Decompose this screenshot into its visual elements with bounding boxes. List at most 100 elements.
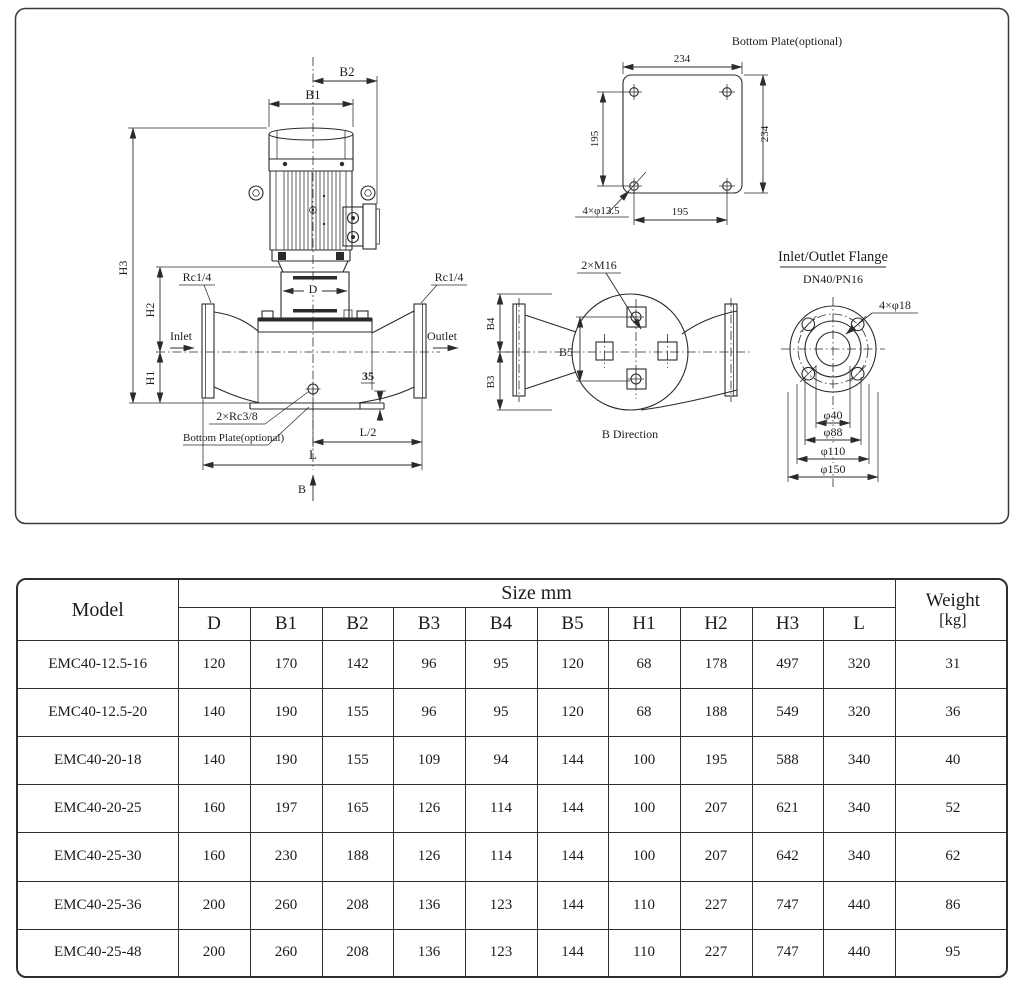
- cell-value: 96: [392, 639, 466, 690]
- cell-value: 227: [679, 928, 753, 976]
- table-row: EMC40-12.5-16 120 170 142 96 95 120 68 1…: [18, 639, 1006, 690]
- drawing-panel-border: [14, 7, 1010, 525]
- cell-value: 440: [822, 928, 896, 976]
- plate-dim-top: 234: [674, 53, 691, 65]
- inlet-label: Inlet: [170, 329, 193, 343]
- cell-value: 160: [177, 784, 251, 834]
- plate-holes-label: 4×φ13.5: [582, 205, 620, 217]
- casing-cover: [257, 309, 373, 333]
- motor: [248, 127, 380, 273]
- cell-value: 195: [679, 736, 753, 786]
- dim-b1-label: B1: [305, 87, 320, 102]
- cell-value: 200: [177, 880, 251, 930]
- flange-dim-d40: φ40: [824, 408, 843, 422]
- cell-value: 747: [751, 880, 824, 930]
- cell-value: 197: [249, 784, 323, 834]
- cell-value: 200: [177, 928, 251, 976]
- cell-value: 126: [392, 784, 466, 834]
- dimension-table: Model Size mm Weight [kg] D B1 B2 B3 B4 …: [18, 580, 1006, 976]
- dim-d-label: D: [309, 282, 318, 296]
- header-col-b2: B2: [321, 607, 394, 641]
- cell-weight: 36: [894, 688, 1006, 738]
- cell-value: 142: [321, 639, 394, 690]
- header-weight-line2: [kg]: [939, 610, 967, 630]
- lifting-eye-left: [248, 185, 264, 201]
- flange-title: Inlet/Outlet Flange: [778, 249, 888, 265]
- plate-dim-left: 195: [589, 130, 601, 147]
- cell-value: 230: [249, 832, 323, 882]
- cell-value: 340: [822, 784, 896, 834]
- flange-holes-label: 4×φ18: [879, 298, 911, 312]
- header-size-group: Size mm: [177, 580, 896, 608]
- cell-value: 144: [536, 736, 609, 786]
- cell-model: EMC40-25-48: [18, 928, 179, 976]
- rc14-left-label: Rc1/4: [183, 270, 212, 284]
- cell-value: 208: [321, 928, 394, 976]
- flange-view: Inlet/Outlet Flange DN40/PN16 4×φ18 φ40: [778, 249, 918, 487]
- b-direction-caption: B Direction: [602, 427, 658, 441]
- bottom-plate-view: Bottom Plate(optional) 234 195 234: [575, 34, 842, 225]
- dimension-table-wrapper: Model Size mm Weight [kg] D B1 B2 B3 B4 …: [16, 578, 1008, 978]
- cell-weight: 52: [894, 784, 1006, 834]
- dim-b5-label: B5: [559, 345, 573, 359]
- cell-value: 140: [177, 688, 251, 738]
- cell-value: 140: [177, 736, 251, 786]
- cell-value: 170: [249, 639, 323, 690]
- cell-value: 100: [607, 784, 681, 834]
- cell-value: 227: [679, 880, 753, 930]
- cell-value: 155: [321, 736, 394, 786]
- dim-l-label: L: [309, 447, 317, 462]
- cell-value: 188: [679, 688, 753, 738]
- cell-value: 207: [679, 784, 753, 834]
- cell-value: 120: [536, 688, 609, 738]
- cell-value: 340: [822, 832, 896, 882]
- cell-value: 110: [607, 928, 681, 976]
- m16-label: 2×M16: [581, 258, 616, 272]
- bottom-plate-note: Bottom Plate(optional): [183, 432, 284, 444]
- cell-value: 144: [536, 784, 609, 834]
- cell-value: 260: [249, 928, 323, 976]
- header-col-l: L: [822, 607, 896, 641]
- cell-model: EMC40-12.5-16: [18, 639, 179, 690]
- pump-front-view: D: [116, 57, 467, 501]
- cell-value: 165: [321, 784, 394, 834]
- table-row: EMC40-25-36 200 260 208 136 123 144 110 …: [18, 880, 1006, 930]
- cell-model: EMC40-25-36: [18, 880, 179, 930]
- cell-value: 100: [607, 832, 681, 882]
- lifting-eye-right: [360, 185, 376, 201]
- cell-value: 68: [607, 639, 681, 690]
- cell-value: 320: [822, 688, 896, 738]
- drain-label: 2×Rc3/8: [216, 409, 257, 423]
- table-row: EMC40-12.5-20 140 190 155 96 95 120 68 1…: [18, 688, 1006, 738]
- header-weight-line1: Weight: [925, 589, 981, 611]
- dim-b3-label: B3: [485, 375, 497, 388]
- cell-model: EMC40-20-18: [18, 736, 179, 786]
- cell-value: 144: [536, 928, 609, 976]
- technical-drawing: D: [14, 7, 1010, 525]
- cell-value: 208: [321, 880, 394, 930]
- cell-value: 96: [392, 688, 466, 738]
- dim-h1-label: H1: [143, 371, 157, 386]
- plate-dim-right: 234: [759, 125, 771, 142]
- cell-value: 340: [822, 736, 896, 786]
- m16-boss: [626, 306, 647, 390]
- cell-value: 94: [464, 736, 538, 786]
- cell-value: 320: [822, 639, 896, 690]
- outlet-flange: [413, 303, 427, 399]
- dim-b2-label: B2: [339, 64, 354, 79]
- volute-casing: [213, 310, 415, 410]
- header-col-h1: H1: [607, 607, 681, 641]
- cell-value: 114: [464, 832, 538, 882]
- cell-model: EMC40-12.5-20: [18, 688, 179, 738]
- cell-value: 621: [751, 784, 824, 834]
- cell-value: 207: [679, 832, 753, 882]
- table-row: EMC40-25-48 200 260 208 136 123 144 110 …: [18, 928, 1006, 976]
- cell-value: 260: [249, 880, 323, 930]
- cell-value: 144: [536, 880, 609, 930]
- cell-value: 190: [249, 688, 323, 738]
- cell-value: 136: [392, 880, 466, 930]
- cell-weight: 62: [894, 832, 1006, 882]
- cell-value: 114: [464, 784, 538, 834]
- cell-value: 136: [392, 928, 466, 976]
